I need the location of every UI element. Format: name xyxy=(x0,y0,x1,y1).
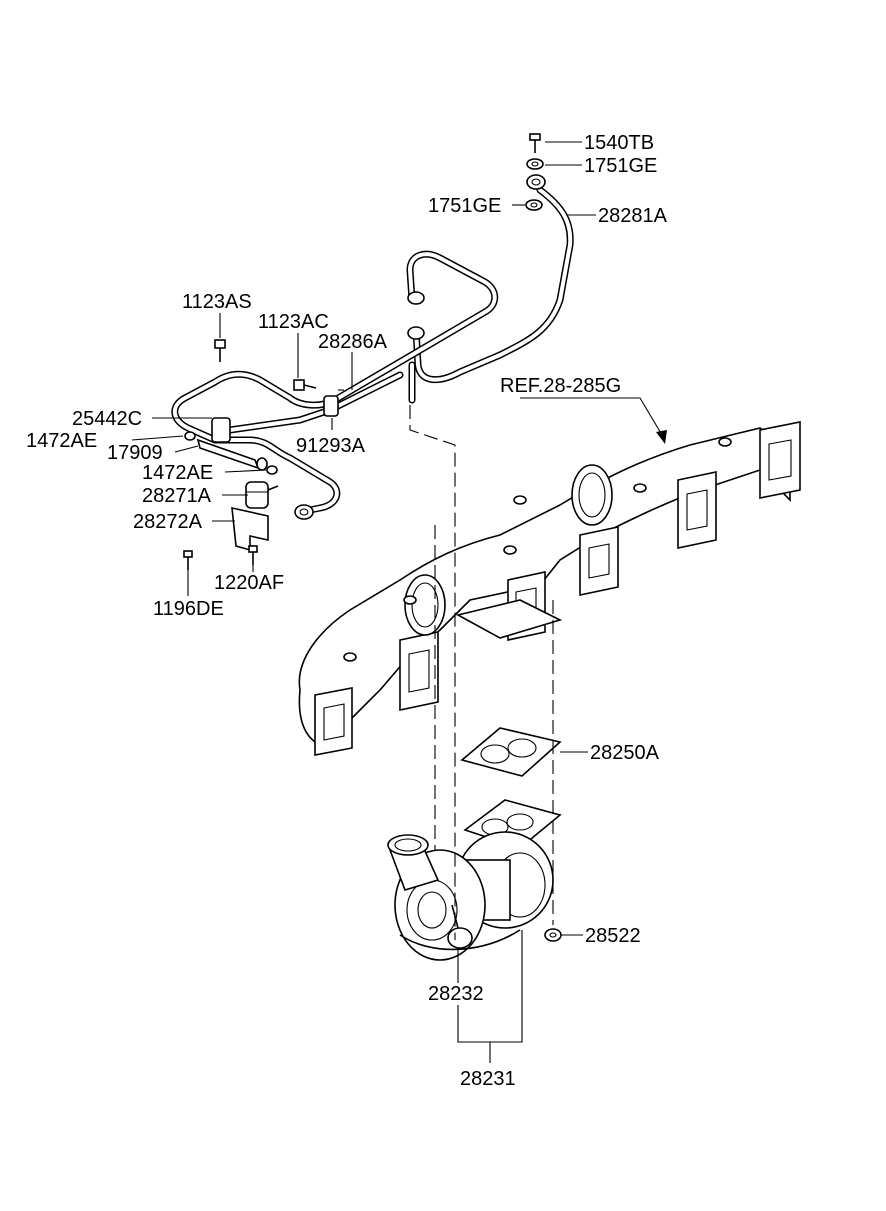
manifold-port-1 xyxy=(314,687,353,756)
nut-28522[interactable] xyxy=(544,928,562,942)
label-28272a[interactable]: 28272A xyxy=(133,511,203,533)
label-1540tb[interactable]: 1540TB xyxy=(584,132,654,154)
label-25442c[interactable]: 25442C xyxy=(72,408,142,430)
manifold-port-5 xyxy=(677,471,717,549)
label-1751ge-top[interactable]: 1751GE xyxy=(584,155,657,177)
label-28231[interactable]: 28231 xyxy=(460,1068,516,1090)
label-28232[interactable]: 28232 xyxy=(428,983,484,1005)
label-28286a[interactable]: 28286A xyxy=(318,331,388,353)
valve-28271a[interactable] xyxy=(245,481,279,509)
label-28281a[interactable]: 28281A xyxy=(598,205,668,227)
manifold-port-6 xyxy=(759,421,801,499)
label-1751ge-left[interactable]: 1751GE xyxy=(428,195,501,217)
bolt-1123ac[interactable] xyxy=(293,379,317,391)
bolt-1220af[interactable] xyxy=(248,545,258,565)
bolt-1123as[interactable] xyxy=(214,339,226,362)
clip-1472ae-a[interactable] xyxy=(184,431,196,441)
clip-1472ae-b[interactable] xyxy=(266,465,278,475)
part-labels: 1540TB 1751GE 1751GE 28281A 1123AS 1123A… xyxy=(26,132,668,1090)
clamp-91293a[interactable] xyxy=(323,395,339,417)
washer-1751ge-top[interactable] xyxy=(526,158,544,170)
label-ref-28-285g[interactable]: REF.28-285G xyxy=(500,375,621,397)
exhaust-manifold[interactable] xyxy=(298,421,801,756)
clamp-25442c[interactable] xyxy=(211,417,231,443)
label-1196de[interactable]: 1196DE xyxy=(153,598,224,620)
bolt-1540tb[interactable] xyxy=(529,133,541,153)
assembly-lines xyxy=(409,405,554,940)
label-1123as[interactable]: 1123AS xyxy=(182,291,252,313)
manifold-port-4 xyxy=(579,526,619,596)
turbocharger-28231[interactable] xyxy=(387,799,562,961)
oil-feed-pipe-28281a[interactable] xyxy=(412,174,574,384)
label-1123ac[interactable]: 1123AC xyxy=(258,311,329,333)
label-1472ae-a[interactable]: 1472AE xyxy=(26,430,97,452)
washer-1751ge-left[interactable] xyxy=(525,199,543,211)
bolt-1196de[interactable] xyxy=(183,550,193,570)
label-28271a[interactable]: 28271A xyxy=(142,485,212,507)
label-28522[interactable]: 28522 xyxy=(585,925,641,947)
label-91293a[interactable]: 91293A xyxy=(296,435,366,457)
bracket-28272a[interactable] xyxy=(231,506,269,552)
return-pipe-28286a[interactable] xyxy=(171,250,499,520)
label-28250a[interactable]: 28250A xyxy=(590,742,660,764)
manifold-port-2 xyxy=(399,631,439,711)
leader-lines xyxy=(131,141,667,1063)
label-17909[interactable]: 17909 xyxy=(107,442,163,464)
gasket-28250a[interactable] xyxy=(460,727,562,777)
label-1472ae-b[interactable]: 1472AE xyxy=(142,462,213,484)
label-1220af[interactable]: 1220AF xyxy=(214,572,284,594)
hose-17909[interactable] xyxy=(196,438,268,471)
